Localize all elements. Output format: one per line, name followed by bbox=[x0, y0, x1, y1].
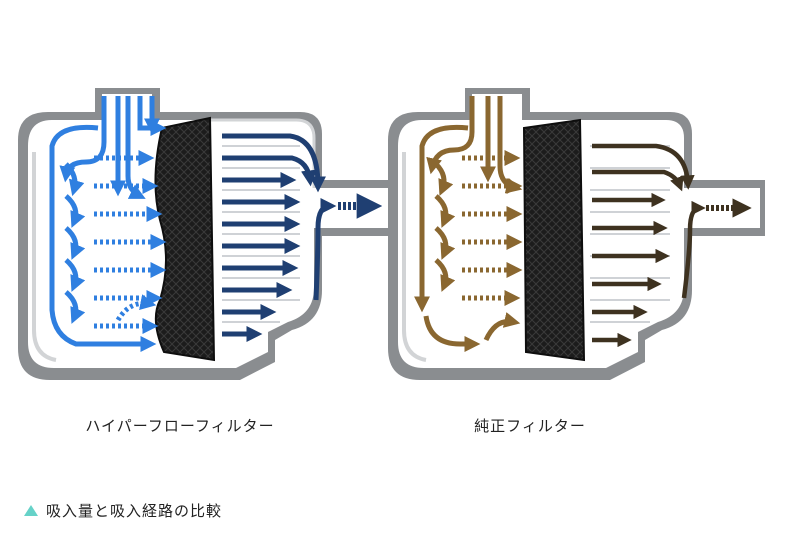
diagram-caption: 吸入量と吸入経路の比較 bbox=[24, 500, 222, 521]
triangle-marker-icon bbox=[24, 505, 38, 516]
intake-dashed-arrows bbox=[94, 149, 167, 335]
filter-element bbox=[522, 118, 586, 362]
hyperflow-filter-label: ハイパーフローフィルター bbox=[85, 417, 275, 435]
outlet-flow-arrows bbox=[222, 133, 337, 343]
filter-element bbox=[154, 116, 216, 362]
intake-dashed-arrows bbox=[462, 149, 523, 307]
outlet-flow-arrows bbox=[592, 143, 706, 348]
left-grid-lines bbox=[222, 145, 300, 323]
stock-filter-label: 純正フィルター bbox=[474, 417, 586, 435]
intake-flow-arrows bbox=[49, 96, 167, 353]
intake-flow-arrows bbox=[413, 96, 523, 353]
hyperflow-filter-panel bbox=[18, 88, 395, 380]
caption-text: 吸入量と吸入経路の比較 bbox=[46, 502, 223, 520]
stock-filter-panel bbox=[388, 88, 765, 380]
